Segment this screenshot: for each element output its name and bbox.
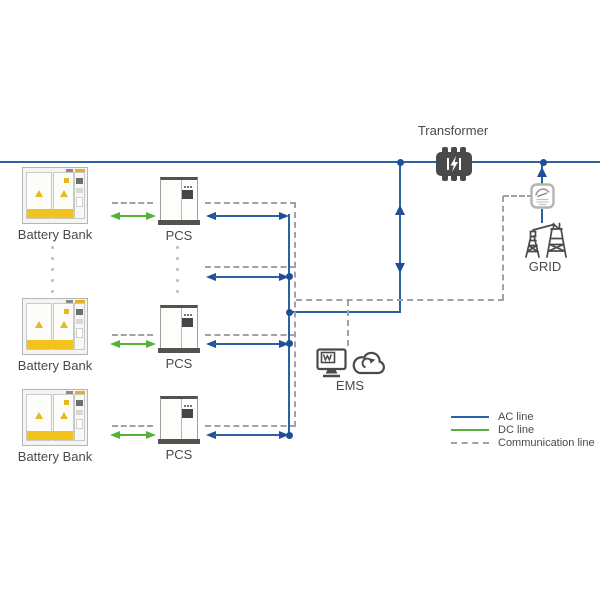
pcs-icon (158, 177, 200, 225)
battery3-dc-arrow (110, 430, 156, 439)
transformer-label: Transformer (417, 123, 489, 138)
pcs3-comm-line (205, 425, 296, 427)
grid-up-arrowhead (537, 167, 547, 177)
pcs-label: PCS (165, 447, 193, 462)
comm-horizontal-main (296, 299, 504, 301)
legend-item-comm: Communication line (451, 436, 595, 449)
pcs-bus-horizontal-link (288, 311, 401, 313)
junction-dot (397, 159, 404, 166)
down-flow-arrowhead (395, 263, 405, 273)
junction-dot (540, 159, 547, 166)
warning-triangle-icon (35, 190, 43, 197)
pcs1-comm-line (205, 202, 296, 204)
legend-item-ac: AC line (451, 410, 595, 423)
pcs-display (182, 409, 193, 418)
legend-label: DC line (498, 423, 535, 436)
battery-bank-label: Battery Bank (17, 449, 93, 464)
legend-item-dc: DC line (451, 423, 595, 436)
pcs-label: PCS (165, 356, 193, 371)
battery-bank-label: Battery Bank (17, 227, 93, 242)
battery-bank-icon (22, 298, 88, 355)
ems-monitor-icon (316, 348, 347, 379)
battery2-comm-line (112, 334, 153, 336)
pcs-icon (158, 305, 200, 353)
warning-triangle-icon (59, 190, 68, 197)
battery-bank-icon (22, 167, 88, 224)
pcs-display (182, 318, 193, 327)
transformer-icon (435, 146, 473, 182)
pcs2-ac-arrow (206, 339, 289, 348)
comm-drop-to-ems (347, 300, 349, 346)
up-flow-arrowhead (395, 205, 405, 215)
ac-line-swatch (451, 415, 489, 418)
comm-vertical-bus (294, 202, 296, 427)
junction-dot (286, 340, 293, 347)
warning-triangle-icon (35, 321, 43, 328)
warning-triangle-icon (59, 321, 68, 328)
pcs3-ac-arrow (206, 430, 289, 439)
battery-top-stripe (75, 169, 85, 172)
pcs-ac-collector-bus (288, 214, 290, 437)
warning-triangle-icon (35, 412, 43, 419)
pcs-display (182, 190, 193, 199)
junction-dot (286, 309, 293, 316)
pcs-icon (158, 396, 200, 444)
battery2-dc-arrow (110, 339, 156, 348)
battery-top-vent (66, 169, 73, 172)
junction-dot (286, 273, 293, 280)
pcs1-ac-arrow (206, 211, 289, 220)
battery-control-panel (74, 172, 85, 219)
battery-yellow-band (27, 209, 73, 218)
ems-label: EMS (335, 378, 365, 393)
continuation-ac-arrow (206, 272, 289, 281)
dc-line-swatch (451, 428, 489, 431)
ems-cloud-sync-icon (350, 349, 388, 376)
ac-bus-line (0, 161, 600, 163)
continuation-comm-line (205, 266, 296, 268)
transformer-feeder-vertical-line (399, 162, 401, 313)
legend-label: AC line (498, 410, 534, 423)
pcs2-comm-line (205, 334, 296, 336)
meter-icon (530, 183, 555, 210)
battery-bank-icon (22, 389, 88, 446)
legend: AC line DC line Communication line (451, 410, 595, 449)
battery-label-plate (64, 178, 69, 183)
ellipsis-dots (51, 246, 54, 301)
battery-bank-label: Battery Bank (17, 358, 93, 373)
pcs-label: PCS (165, 228, 193, 243)
legend-label: Communication line (498, 436, 595, 449)
meter-to-grid-line (541, 209, 543, 223)
communication-line-swatch (451, 441, 489, 444)
battery1-comm-line (112, 202, 153, 204)
ellipsis-dots (176, 246, 179, 301)
comm-link-to-meter (503, 195, 533, 197)
grid-tower-icon (521, 221, 567, 259)
battery3-comm-line (112, 425, 153, 427)
comm-vertical-to-meter (502, 196, 504, 300)
battery-right-door (53, 172, 74, 219)
warning-triangle-icon (59, 412, 68, 419)
grid-label: GRID (528, 259, 562, 274)
battery1-dc-arrow (110, 211, 156, 220)
junction-dot (286, 432, 293, 439)
